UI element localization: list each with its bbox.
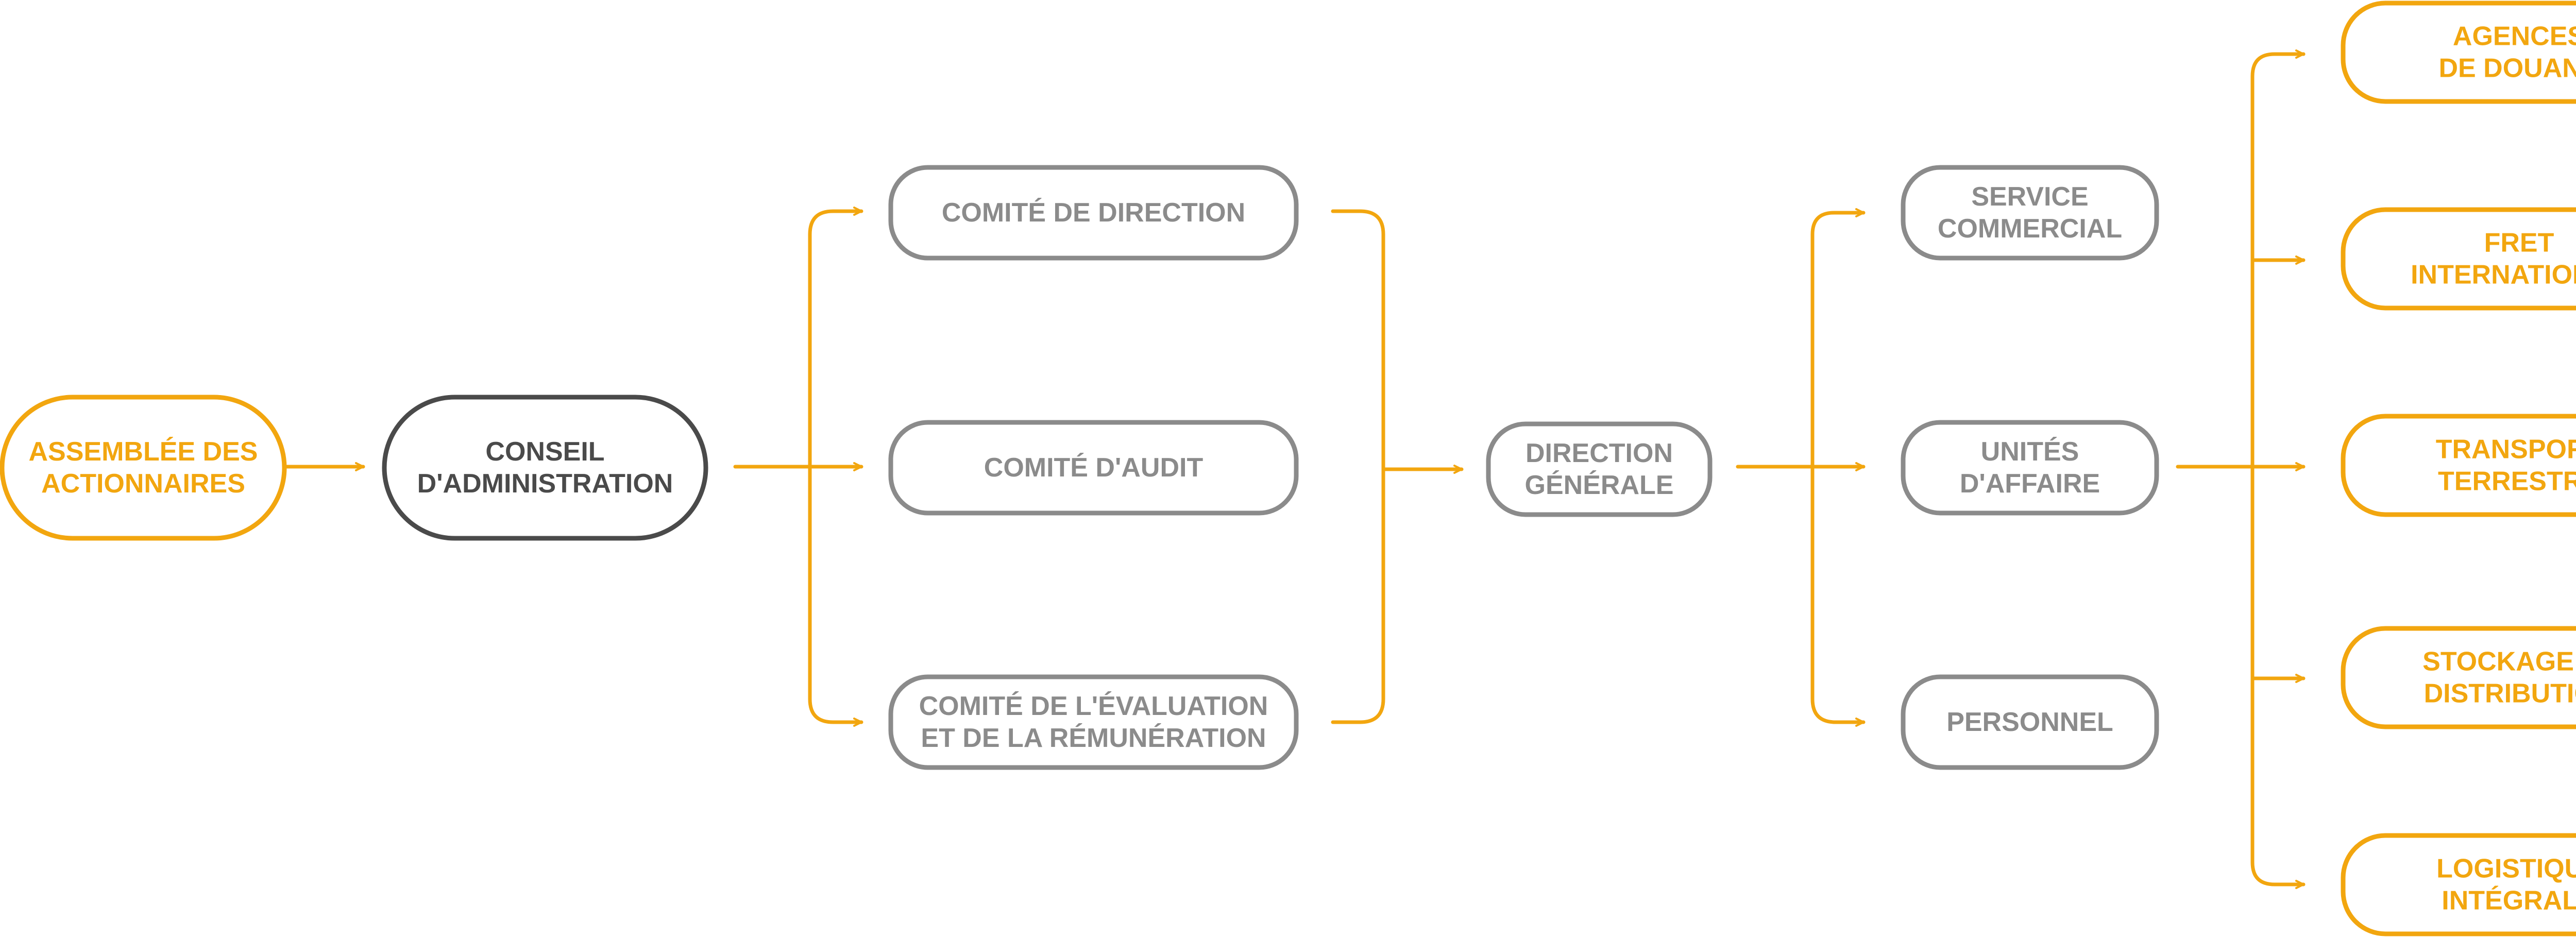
node-box bbox=[382, 395, 708, 541]
node-label-line: D'AFFAIRE bbox=[1960, 469, 2100, 499]
node-label-line: COMITÉ DE L'ÉVALUATION bbox=[919, 691, 1268, 721]
node-box bbox=[1901, 165, 2159, 261]
node-box bbox=[888, 674, 1299, 770]
node-box bbox=[2341, 626, 2576, 729]
node-box bbox=[1901, 674, 2159, 770]
bus-business-units bbox=[2250, 52, 2306, 889]
node-label-line: SERVICE bbox=[1971, 182, 2088, 212]
node-box bbox=[0, 395, 287, 541]
node-box bbox=[1486, 421, 1713, 517]
node-logistique-integrale: LOGISTIQUEINTÉGRALE bbox=[2341, 833, 2576, 936]
node-label-line: ASSEMBLÉE DES bbox=[29, 437, 258, 467]
node-box bbox=[2341, 833, 2576, 936]
node-box bbox=[1901, 420, 2159, 516]
node-label-line: INTÉGRALE bbox=[2442, 886, 2576, 916]
node-box bbox=[2341, 207, 2576, 311]
node-label-line: PERSONNEL bbox=[1946, 707, 2113, 737]
node-label-line: TERRESTRE bbox=[2438, 467, 2576, 497]
node-box bbox=[888, 165, 1299, 261]
node-label-line: COMITÉ DE DIRECTION bbox=[942, 198, 1245, 228]
bracket-ops-upper bbox=[1810, 208, 1866, 469]
node-fret-international: FRETINTERNATIONAL bbox=[2341, 207, 2576, 311]
node-comite-audit: COMITÉ D'AUDIT bbox=[888, 420, 1299, 516]
node-label-line: DE DOUANE bbox=[2438, 54, 2576, 83]
node-label-line: DISTRIBUTION bbox=[2424, 679, 2576, 709]
node-label-line: DIRECTION bbox=[1526, 438, 1673, 468]
node-label-line: GÉNÉRALE bbox=[1525, 470, 1674, 500]
bracket-comites-right bbox=[1331, 209, 1385, 724]
node-label-line: AGENCES bbox=[2453, 22, 2576, 52]
node-box bbox=[2341, 1, 2576, 104]
node-comite-direction: COMITÉ DE DIRECTION bbox=[888, 165, 1299, 261]
node-label-line: D'ADMINISTRATION bbox=[417, 469, 673, 499]
node-label-line: COMITÉ D'AUDIT bbox=[984, 453, 1204, 483]
node-box bbox=[888, 420, 1299, 516]
node-label-line: FRET bbox=[2484, 228, 2554, 258]
node-stockage-distribution: STOCKAGE ETDISTRIBUTION bbox=[2341, 626, 2576, 729]
node-box bbox=[2341, 414, 2576, 517]
node-label-line: LOGISTIQUE bbox=[2436, 854, 2576, 884]
node-label-line: CONSEIL bbox=[485, 437, 604, 467]
bracket-comites-left-lower bbox=[808, 465, 863, 727]
bracket-ops-lower bbox=[1810, 465, 1866, 727]
node-transport-terrestre: TRANSPORTTERRESTRE bbox=[2341, 414, 2576, 517]
node-label-line: COMMERCIAL bbox=[1938, 214, 2122, 244]
node-label-line: TRANSPORT bbox=[2436, 435, 2576, 465]
connectors bbox=[282, 49, 2306, 889]
node-label-line: UNITÉS bbox=[1981, 437, 2079, 467]
node-label-line: STOCKAGE ET bbox=[2422, 647, 2576, 677]
node-label-line: ACTIONNAIRES bbox=[41, 469, 245, 499]
node-label-line: ET DE LA RÉMUNÉRATION bbox=[921, 723, 1266, 753]
node-label-line: INTERNATIONAL bbox=[2411, 260, 2576, 290]
node-personnel: PERSONNEL bbox=[1901, 674, 2159, 770]
bracket-comites-left-upper bbox=[808, 207, 863, 469]
